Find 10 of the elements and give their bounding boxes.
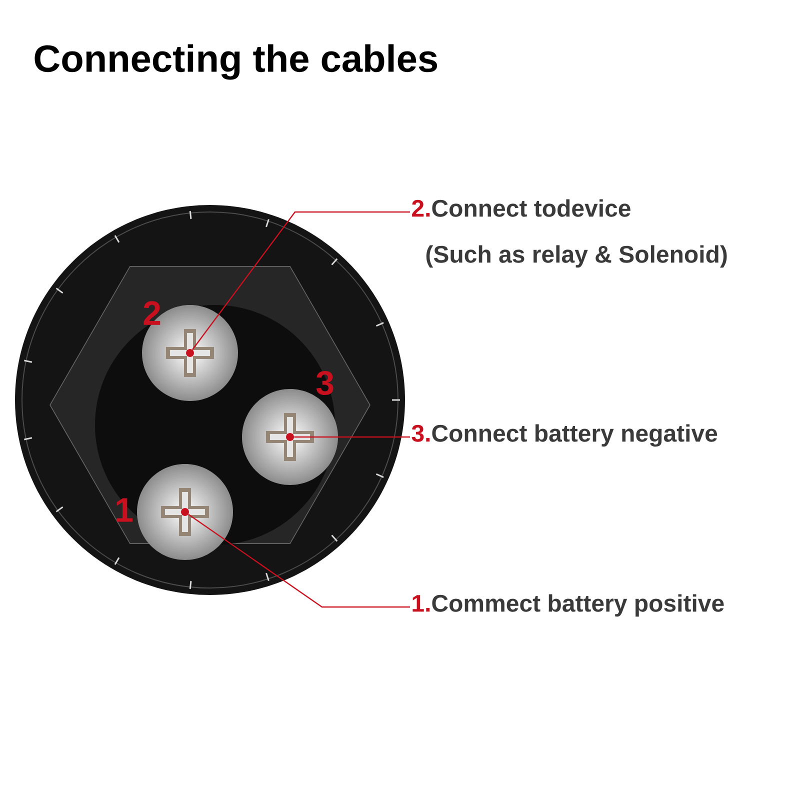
callout-text: 1.Commect battery positive [412,594,724,617]
title: Connecting the cables [34,44,438,80]
callout-text: 3.Connect battery negative [412,424,718,447]
callout-number: 2 [144,301,160,325]
callout-number: 1 [116,498,132,522]
leader-dot [186,349,194,357]
leader-dot [286,433,294,441]
leader-dot [181,508,189,516]
callout-number: 3 [316,370,334,396]
callout-text: 2.Connect todevice (Such as relay & Solenoid) [412,199,727,268]
